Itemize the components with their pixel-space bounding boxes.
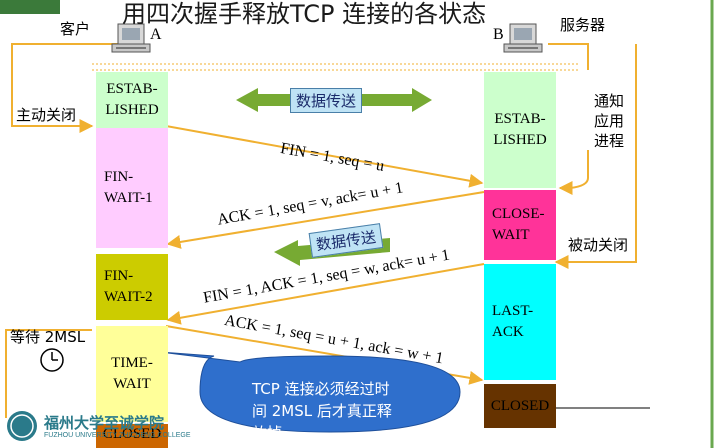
fin-ack-arrow — [166, 263, 485, 325]
state-line: CLOSED — [102, 426, 162, 442]
notify-app-label-2: 应用 — [594, 112, 625, 130]
passive-close-arrow — [554, 44, 637, 269]
client-state-fin-wait-2: FIN- WAIT-2 — [96, 254, 168, 320]
client-state-closed: CLOSED — [96, 424, 168, 448]
notify-app-label-3: 进程 — [594, 132, 625, 150]
server-state-established: ESTAB- LISHED — [484, 72, 556, 188]
clock-icon — [40, 348, 64, 372]
notify-app-label-1: 通知 — [594, 92, 625, 110]
note-bubble-line-3: 放掉。 — [252, 424, 298, 442]
active-close-arrow — [11, 43, 118, 133]
wait-2msl-frame — [5, 329, 92, 418]
header-decoration — [0, 0, 60, 14]
wait-2msl-label: 等待 2MSL — [10, 328, 86, 346]
state-line: FIN- — [104, 268, 134, 284]
college-logo-icon — [7, 411, 37, 441]
state-line: LISHED — [493, 132, 547, 148]
page-title: 用四次握手释放TCP 连接的各状态 — [122, 0, 487, 28]
client-state-time-wait: TIME- WAIT — [96, 326, 168, 422]
server-label: 服务器 — [560, 16, 606, 34]
data-transfer-label: 数据传送 — [290, 88, 363, 113]
state-line: LAST- — [492, 303, 534, 319]
state-line: WAIT — [113, 376, 151, 392]
computer-a-icon — [111, 23, 151, 53]
state-line: TIME- — [111, 355, 153, 371]
state-line: CLOSED — [490, 397, 550, 414]
state-line: WAIT — [492, 227, 530, 243]
state-line: ESTAB- — [494, 111, 546, 127]
computer-b-icon — [503, 23, 543, 53]
client-state-established: ESTAB- LISHED — [96, 72, 168, 128]
state-line: FIN- — [104, 169, 134, 185]
notify-app-arrow — [558, 150, 589, 195]
client-state-fin-wait-1: FIN- WAIT-1 — [96, 128, 168, 248]
college-logo-name: 福州大学至诚学院 — [44, 414, 165, 432]
state-line: CLOSE- — [492, 206, 545, 222]
fin-arrow — [165, 125, 484, 188]
client-host-label: A — [150, 26, 162, 43]
ack-arrow — [166, 191, 485, 249]
server-host-label: B — [493, 26, 504, 43]
state-line: ACK — [492, 324, 524, 340]
state-line: ESTAB- — [106, 81, 158, 97]
note-bubble-line-1: TCP 连接必须经过时 — [252, 380, 390, 398]
server-state-closed: CLOSED — [484, 384, 556, 428]
server-state-last-ack: LAST- ACK — [484, 264, 556, 380]
state-line: WAIT-2 — [104, 289, 153, 305]
server-state-close-wait: CLOSE- WAIT — [484, 190, 556, 260]
active-close-label: 主动关闭 — [16, 106, 77, 124]
server-frame-line — [548, 43, 589, 70]
note-bubble — [159, 351, 461, 433]
client-label: 客户 — [60, 20, 91, 38]
passive-close-label: 被动关闭 — [568, 236, 629, 254]
note-bubble-line-2: 间 2MSL 后才真正释 — [252, 402, 392, 420]
college-logo-english: FUZHOU UNIVERSITY ZHICHENG COLLEGE — [44, 432, 191, 439]
state-line: WAIT-1 — [104, 190, 153, 206]
state-line: LISHED — [105, 102, 159, 118]
